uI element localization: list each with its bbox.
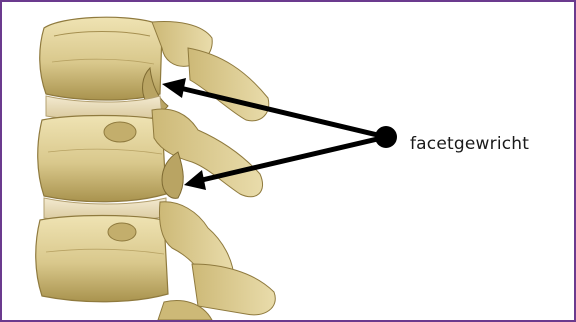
pointer-origin-dot: [375, 126, 397, 148]
facet-joint-label: facetgewricht: [410, 134, 529, 154]
vertebra-middle: [38, 109, 263, 202]
pointer-line-upper: [180, 88, 386, 137]
vertebra-lower: [36, 202, 276, 320]
arrowhead-lower-icon: [184, 170, 206, 190]
arrowhead-upper-icon: [162, 78, 186, 98]
